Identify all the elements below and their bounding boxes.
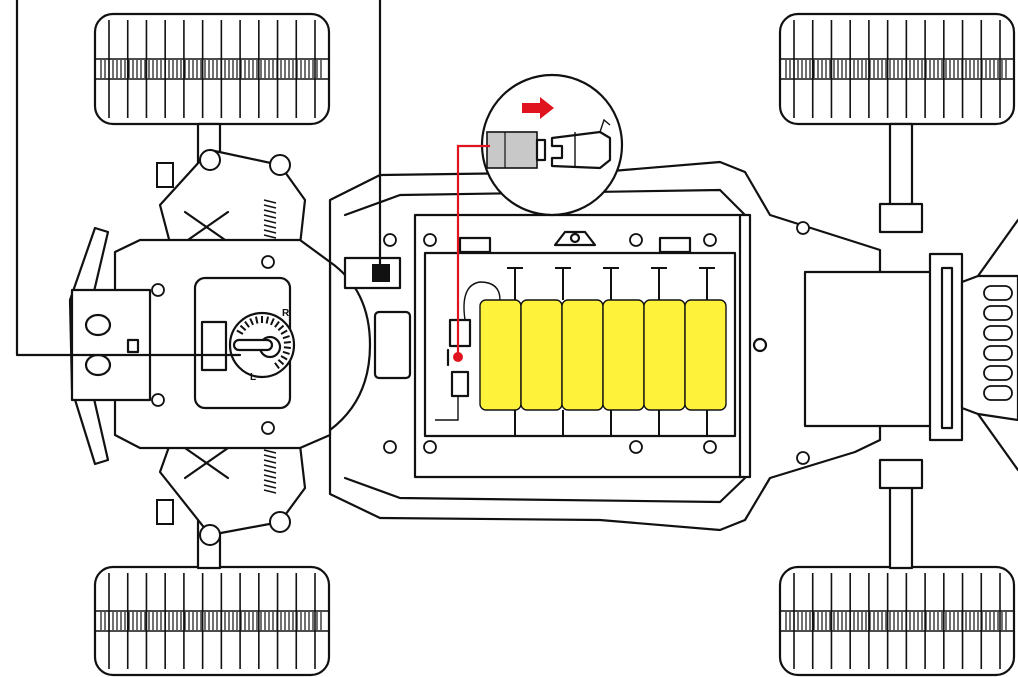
- axle-right: [878, 122, 924, 570]
- battery-cell: [479, 299, 522, 411]
- wheel-rear-left: [93, 565, 331, 677]
- wheel-front-left: [93, 12, 331, 126]
- battery-connector: [435, 318, 472, 421]
- battery-cell: [520, 299, 563, 411]
- leader-line-switch: [15, 0, 242, 357]
- battery-cell: [602, 299, 645, 411]
- switch-label-r: R: [282, 308, 290, 319]
- battery-clips: [507, 267, 715, 437]
- power-indicator: [372, 264, 390, 282]
- motor-housing: [803, 270, 935, 428]
- battery-cell: [561, 299, 604, 411]
- wheel-rear-right: [778, 565, 1016, 677]
- motor-vents: [983, 285, 1013, 401]
- connector-socket-icon: [550, 118, 612, 170]
- battery-cell: [643, 299, 686, 411]
- battery-pack: [479, 299, 727, 411]
- connector-callout: [480, 73, 624, 217]
- switch-label-l: L: [250, 372, 256, 383]
- battery-cell: [684, 299, 727, 411]
- connector-plug-icon: [486, 131, 547, 169]
- power-switch: R L: [228, 308, 296, 383]
- switch-window: [200, 320, 228, 372]
- direction-arrow-icon: [522, 97, 554, 119]
- red-connection-dot: [453, 352, 463, 362]
- wheel-front-right: [778, 12, 1016, 126]
- red-wire: [456, 144, 490, 356]
